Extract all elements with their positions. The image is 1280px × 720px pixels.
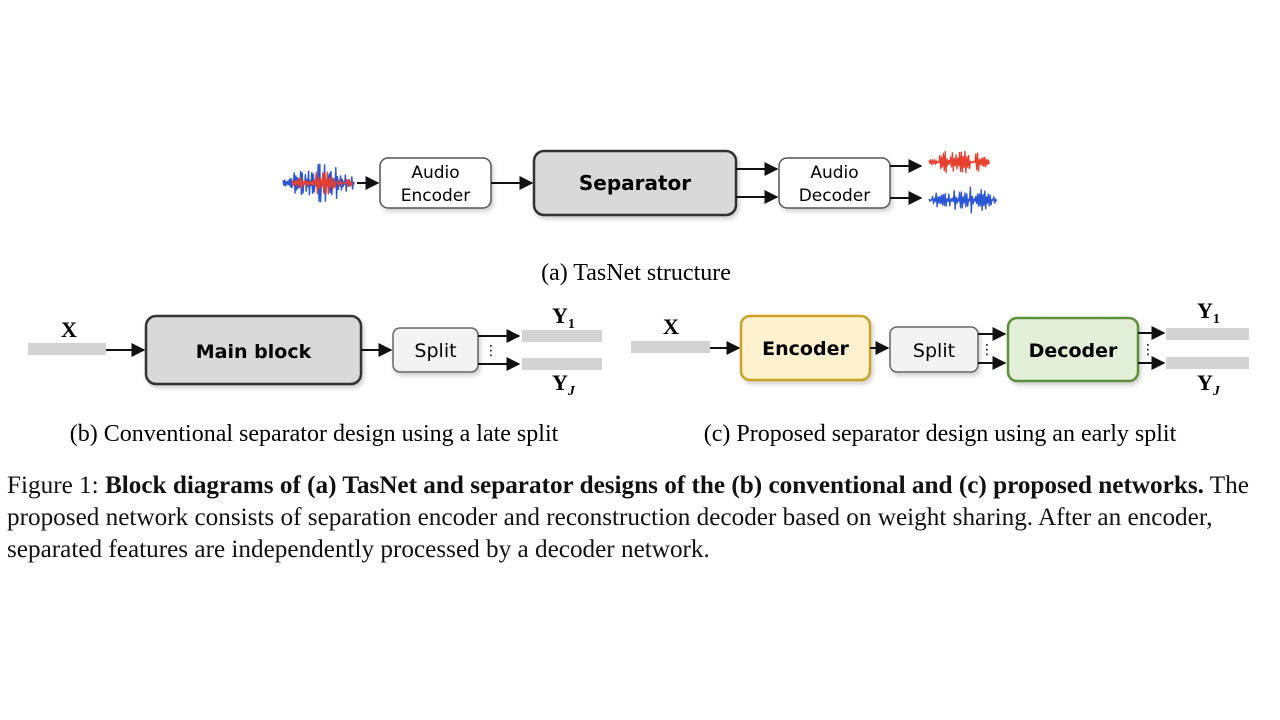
separated-waveform-blue-icon [928,186,998,214]
separated-waveform-red-icon [928,150,990,174]
split-label-b: Split [414,340,456,362]
audio-encoder-label-line2: Encoder [401,186,471,206]
split-box-c: Split [889,326,979,373]
output-y1-bar-b [522,330,602,342]
main-block-box: Main block [144,314,363,386]
block-diagram-figure: Audio Encoder Separator Audio Decoder (a… [28,149,1249,447]
separator-box: Separator [532,149,738,217]
ellipsis-c-1: ⋮ [980,342,994,358]
mixture-waveform-icon [282,163,355,203]
panel-b-conventional: X Main block Split ⋮ Y1 YJ (b) Conventio… [28,303,602,447]
output-yj-label-c: YJ [1197,370,1221,399]
split-label-c: Split [913,340,955,362]
figure-caption: Figure 1: Block diagrams of (a) TasNet a… [7,470,1273,566]
input-feature-bar-c [631,341,710,353]
output-yj-label-b: YJ [552,370,576,399]
audio-decoder-label-line2: Decoder [799,186,871,206]
output-yj-bar-b [522,358,602,370]
output-y1-bar-c [1166,328,1249,340]
separator-label: Separator [579,171,691,195]
output-y1-label-c: Y1 [1197,298,1220,327]
figure-label: Figure 1: [7,472,99,499]
ellipsis-c-2: ⋮ [1141,342,1155,358]
encoder-box: Encoder [739,314,872,382]
figure-caption-bold: Block diagrams of (a) TasNet and separat… [104,472,1204,499]
panel-c-proposed: X Encoder Split ⋮ Decoder ⋮ Y1 YJ (c) Pr… [631,298,1249,447]
split-box-b: Split [392,327,479,373]
panel-b-caption: (b) Conventional separator design using … [70,421,559,447]
input-feature-bar [28,343,106,355]
decoder-label: Decoder [1029,340,1118,362]
audio-decoder-box: Audio Decoder [778,157,891,209]
output-yj-bar-c [1166,357,1249,369]
panel-a-caption: (a) TasNet structure [541,260,731,286]
audio-encoder-box: Audio Encoder [379,157,492,209]
audio-encoder-label-line1: Audio [411,163,459,183]
figure-caption-text: The proposed network consists of separat… [7,472,1249,563]
input-x-label-c: X [663,314,679,339]
input-x-label: X [61,317,77,342]
encoder-label: Encoder [762,338,849,360]
panel-a-tasnet: Audio Encoder Separator Audio Decoder (a… [282,149,998,286]
ellipsis-b: ⋮ [484,343,498,359]
output-y1-label-b: Y1 [552,303,575,332]
audio-decoder-label-line1: Audio [810,163,858,183]
main-block-label: Main block [196,341,312,363]
panel-c-caption: (c) Proposed separator design using an e… [704,421,1177,447]
decoder-box: Decoder [1006,316,1140,383]
